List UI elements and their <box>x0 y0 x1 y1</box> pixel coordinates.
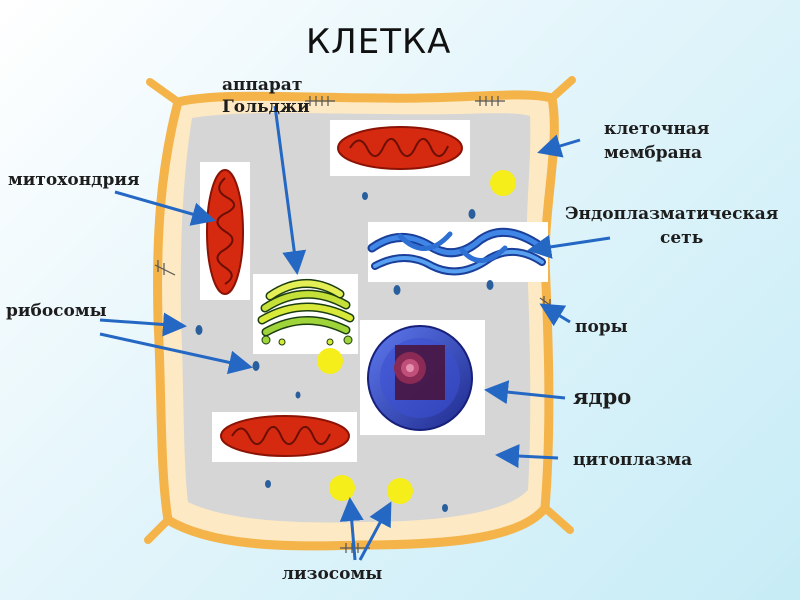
label-er-line1: Эндоплазматическая <box>565 203 778 225</box>
label-membrane-line1: клеточная <box>604 118 709 140</box>
label-mitochondria: митохондрия <box>8 169 140 191</box>
nucleus <box>360 320 485 435</box>
mitochondrion-top <box>330 120 470 176</box>
label-golgi-line1: аппарат <box>222 74 302 96</box>
mitochondrion-left <box>200 162 250 300</box>
label-golgi-line2: Гольджи <box>222 96 310 118</box>
label-cytoplasm: цитоплазма <box>573 449 692 471</box>
golgi-apparatus <box>253 274 358 354</box>
label-er-line2: сеть <box>660 227 703 249</box>
label-lysosomes: лизосомы <box>282 563 382 585</box>
label-membrane-line2: мембрана <box>604 142 702 164</box>
mitochondrion-bottom <box>212 412 357 462</box>
endoplasmic-reticulum <box>368 222 548 282</box>
label-pores: поры <box>575 316 628 338</box>
label-ribosomes: рибосомы <box>6 300 107 322</box>
label-nucleus: ядро <box>573 386 631 408</box>
